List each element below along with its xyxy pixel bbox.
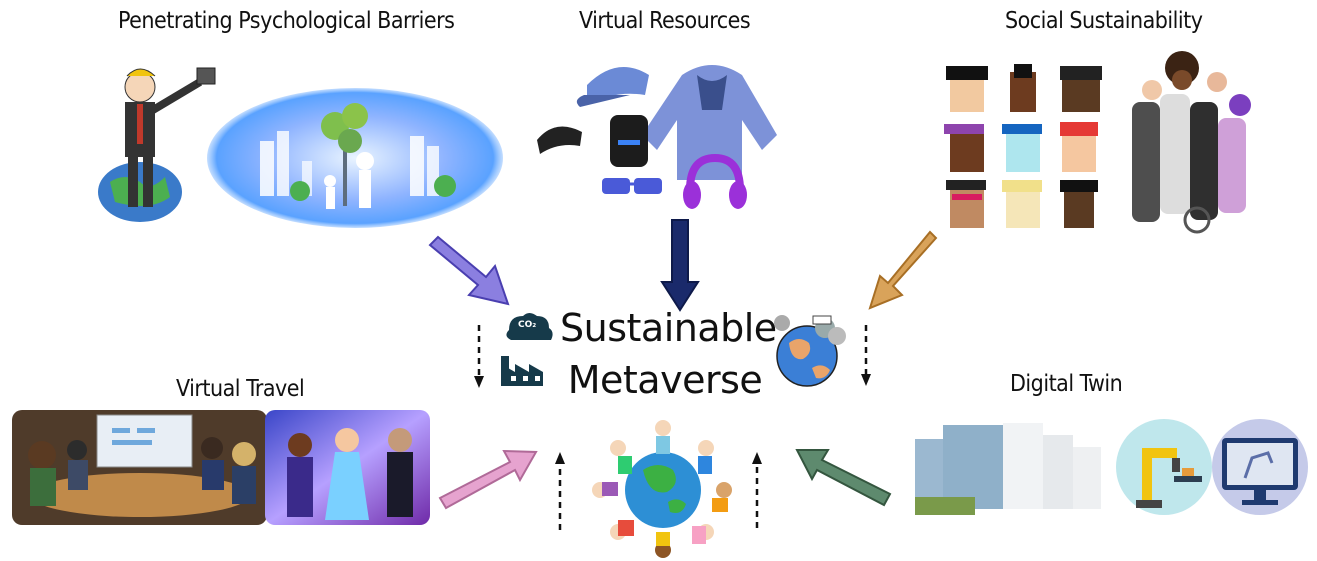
factory-co2-icon: CO₂ <box>493 312 559 388</box>
cap-icon <box>537 126 582 154</box>
label-virtual-resources: Virtual Resources <box>579 8 751 34</box>
arrow-travel <box>438 449 538 510</box>
robot-arm-icon <box>1114 418 1214 516</box>
arrow-barriers <box>428 235 510 306</box>
arrow-resources <box>660 219 700 312</box>
backpack-icon <box>610 115 648 167</box>
label-barriers: Penetrating Psychological Barriers <box>118 8 455 34</box>
concert-icon <box>265 410 430 525</box>
glasses-icon <box>602 178 662 194</box>
buildings-icon <box>915 417 1105 515</box>
city-ellipse-icon <box>205 86 505 231</box>
selfie-man-icon <box>85 62 225 227</box>
label-digital-twin: Digital Twin <box>1010 371 1123 397</box>
sick-earth-icon <box>767 308 857 390</box>
cap-icon <box>576 67 649 107</box>
meeting-room-icon <box>12 410 267 525</box>
diverse-women-icon <box>1112 50 1257 235</box>
virtual-resources-cluster <box>532 50 777 220</box>
arrow-social <box>868 230 938 310</box>
headphones-icon <box>683 153 747 209</box>
label-social-sustainability: Social Sustainability <box>1005 8 1203 34</box>
arrow-twin <box>795 449 892 507</box>
center-title: Sustainable Metaverse <box>560 302 777 406</box>
co2-badge: CO₂ <box>518 320 537 330</box>
kids-globe-icon <box>588 412 738 560</box>
center-title-line2: Metaverse <box>567 358 763 402</box>
center-title-line1: Sustainable <box>560 306 777 350</box>
monitor-robot-icon <box>1210 418 1310 516</box>
label-virtual-travel: Virtual Travel <box>176 376 305 402</box>
hoodie-icon <box>642 65 777 180</box>
pixel-avatars-icon <box>940 64 1110 239</box>
